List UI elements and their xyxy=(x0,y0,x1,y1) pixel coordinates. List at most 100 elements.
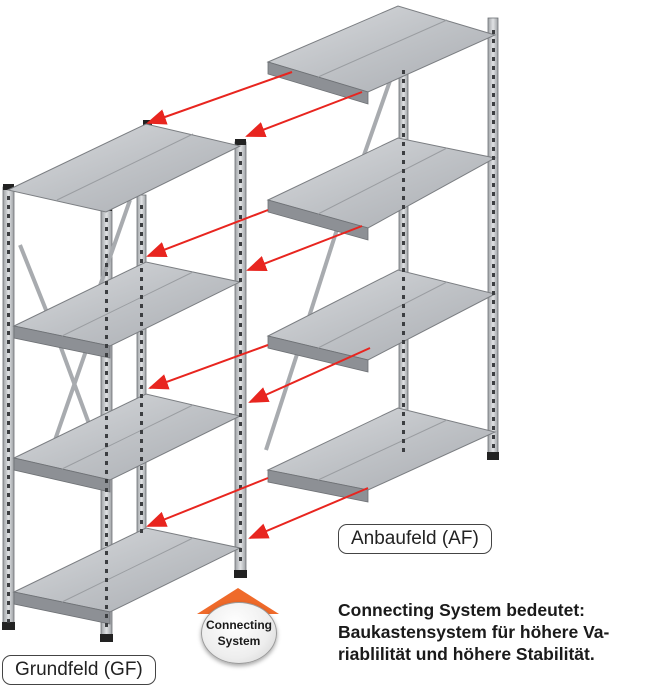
post-hole xyxy=(492,426,495,430)
post-hole xyxy=(239,494,242,498)
post-hole xyxy=(105,317,108,321)
post-hole xyxy=(492,102,495,106)
post-hole xyxy=(105,452,108,456)
post-hole xyxy=(7,601,10,605)
post-hole xyxy=(105,308,108,312)
post-hole xyxy=(492,390,495,394)
caption-line-2: Baukastensystem für höhere Va- xyxy=(338,621,650,643)
post-hole xyxy=(140,493,143,497)
post-hole xyxy=(105,281,108,285)
post-hole xyxy=(492,336,495,340)
post-hole xyxy=(140,529,143,533)
post-hole xyxy=(492,75,495,79)
af-shelf xyxy=(268,408,495,502)
post-hole xyxy=(140,205,143,209)
post-hole xyxy=(402,205,405,209)
post-hole xyxy=(492,93,495,97)
post-hole xyxy=(239,170,242,174)
post-hole xyxy=(105,272,108,276)
post-hole xyxy=(239,242,242,246)
post-hole xyxy=(105,290,108,294)
post-hole xyxy=(140,421,143,425)
post-hole xyxy=(492,381,495,385)
post-hole xyxy=(402,124,405,128)
post-hole xyxy=(7,385,10,389)
post-hole xyxy=(402,403,405,407)
post-hole xyxy=(239,314,242,318)
post-hole xyxy=(492,201,495,205)
post-hole xyxy=(140,232,143,236)
post-hole xyxy=(105,560,108,564)
post-hole xyxy=(140,358,143,362)
post-hole xyxy=(492,156,495,160)
post-hole xyxy=(140,466,143,470)
post-hole xyxy=(7,484,10,488)
post-hole xyxy=(239,260,242,264)
post-hole xyxy=(105,623,108,627)
post-hole xyxy=(492,57,495,61)
anbaufeld-shelf-unit xyxy=(266,6,499,502)
post-hole xyxy=(402,241,405,245)
post-hole xyxy=(402,169,405,173)
post-hole xyxy=(402,439,405,443)
post-hole xyxy=(402,97,405,101)
post-hole xyxy=(492,129,495,133)
post-hole xyxy=(7,565,10,569)
post-hole xyxy=(402,340,405,344)
post-hole xyxy=(239,215,242,219)
post-hole xyxy=(239,188,242,192)
post-hole xyxy=(105,398,108,402)
post-hole xyxy=(239,404,242,408)
post-hole xyxy=(492,273,495,277)
post-hole xyxy=(402,259,405,263)
gf-right-foot xyxy=(234,570,247,578)
post-hole xyxy=(239,395,242,399)
post-hole xyxy=(492,300,495,304)
post-hole xyxy=(7,592,10,596)
post-hole xyxy=(7,277,10,281)
post-hole xyxy=(492,147,495,151)
post-hole xyxy=(239,440,242,444)
post-hole xyxy=(239,476,242,480)
post-hole xyxy=(239,323,242,327)
post-hole xyxy=(492,354,495,358)
post-hole xyxy=(492,408,495,412)
post-hole xyxy=(105,299,108,303)
post-hole xyxy=(402,70,405,74)
post-hole xyxy=(239,422,242,426)
post-hole xyxy=(239,305,242,309)
post-hole xyxy=(105,551,108,555)
post-hole xyxy=(239,458,242,462)
post-hole xyxy=(105,380,108,384)
post-hole xyxy=(105,605,108,609)
post-hole xyxy=(140,502,143,506)
post-hole xyxy=(140,511,143,515)
post-hole xyxy=(7,466,10,470)
post-hole xyxy=(140,268,143,272)
post-hole xyxy=(402,115,405,119)
post-hole xyxy=(239,296,242,300)
post-hole xyxy=(402,214,405,218)
post-hole xyxy=(140,331,143,335)
gf-front-middle-foot xyxy=(100,634,113,642)
post-hole xyxy=(402,448,405,452)
post-hole xyxy=(492,39,495,43)
post-hole xyxy=(140,322,143,326)
post-hole xyxy=(140,277,143,281)
post-hole xyxy=(402,277,405,281)
post-hole xyxy=(492,48,495,52)
post-hole xyxy=(402,412,405,416)
post-hole xyxy=(492,174,495,178)
post-hole xyxy=(492,84,495,88)
post-hole xyxy=(492,417,495,421)
post-hole xyxy=(7,583,10,587)
grundfeld-label: Grundfeld (GF) xyxy=(2,655,156,685)
post-hole xyxy=(7,196,10,200)
post-hole xyxy=(7,403,10,407)
post-hole xyxy=(105,488,108,492)
post-hole xyxy=(140,214,143,218)
post-hole xyxy=(7,241,10,245)
arrow-connect xyxy=(148,210,268,256)
post-hole xyxy=(402,385,405,389)
post-hole xyxy=(492,111,495,115)
